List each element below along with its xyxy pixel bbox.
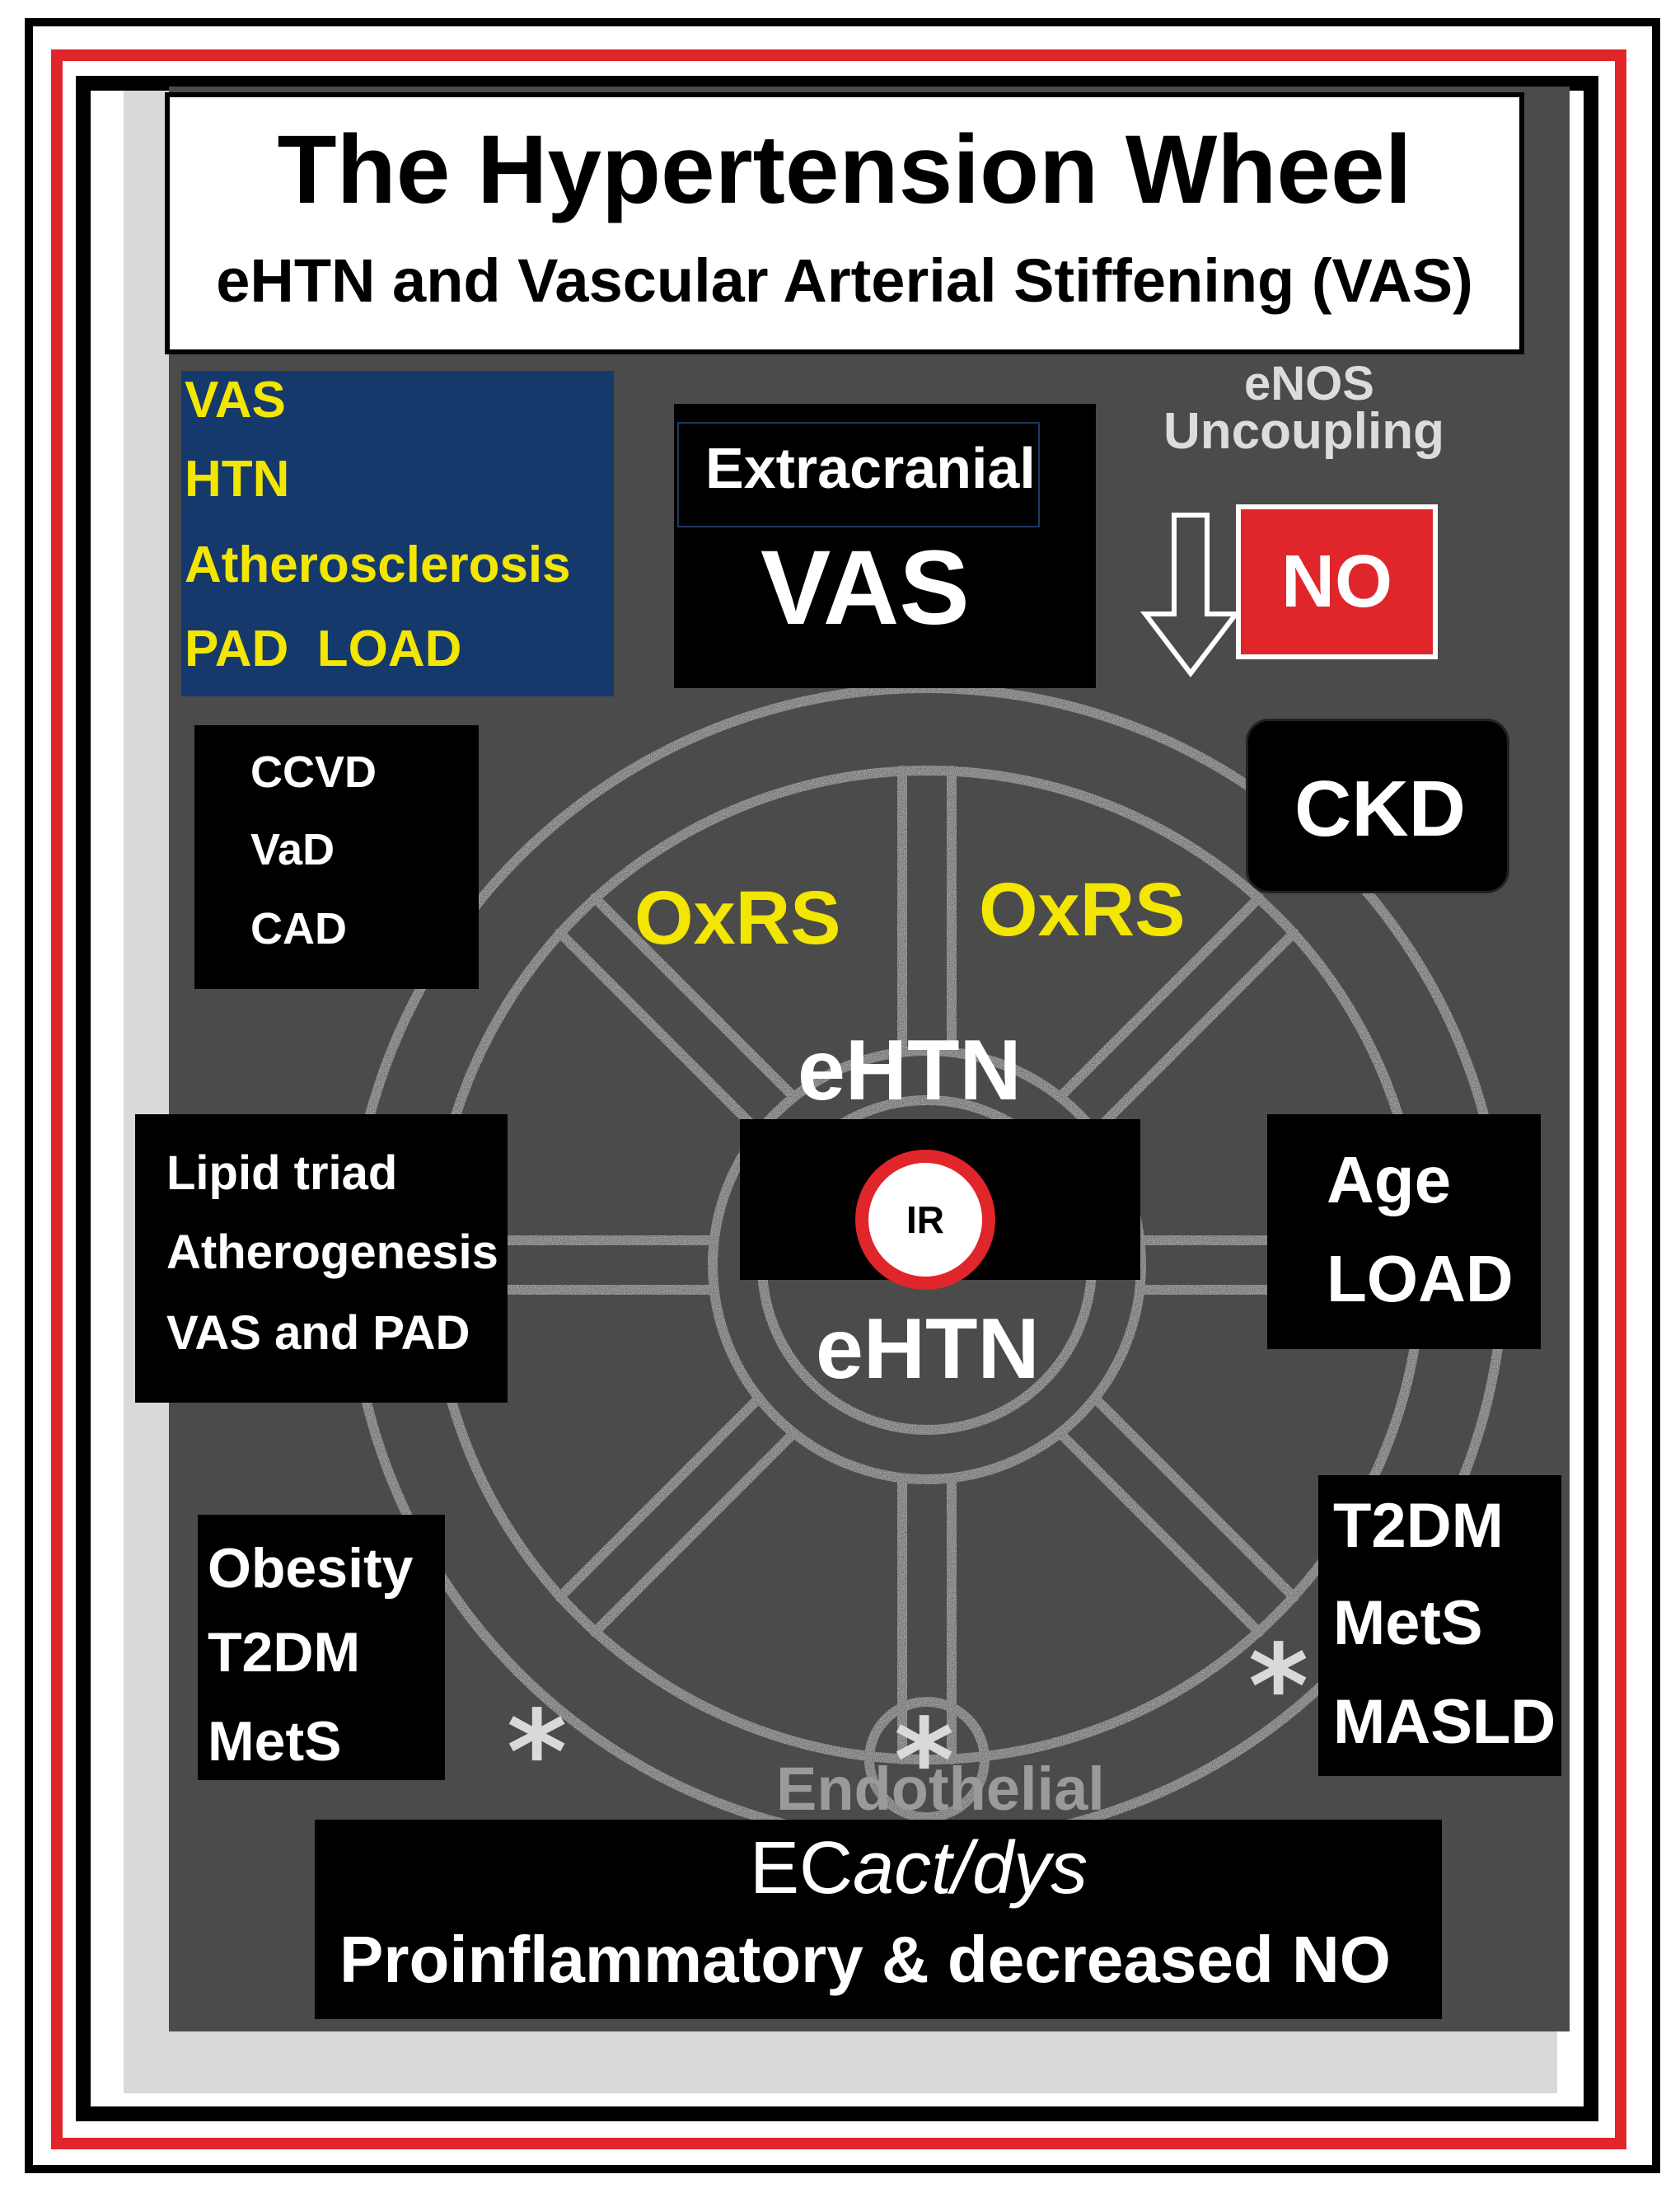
lipid-item: Lipid triad	[166, 1146, 398, 1200]
oxrs-right-label: OxRS	[979, 868, 1186, 952]
extracranial-inner-frame	[677, 422, 1040, 527]
t2dm-right-box: T2DM MetS MASLD	[1318, 1475, 1561, 1776]
title-box: The Hypertension Wheel eHTN and Vascular…	[165, 92, 1524, 354]
asterisk-bottom: *	[894, 1694, 954, 1829]
extracranial-box: Extracranial VAS	[674, 404, 1096, 688]
asterisk-right: *	[1248, 1620, 1308, 1755]
ehtn-bottom-label: eHTN	[816, 1301, 1040, 1397]
down-arrow-icon	[1139, 513, 1242, 677]
ccvd-item: CAD	[250, 904, 347, 954]
lipid-item: Atherogenesis	[166, 1225, 498, 1279]
endothelial-label: Endothelial	[776, 1755, 1105, 1823]
ir-badge: IR	[855, 1150, 995, 1290]
age-item: LOAD	[1327, 1242, 1514, 1315]
vas-htn-item: PAD LOAD	[185, 621, 462, 677]
lipid-box: Lipid triad Atherogenesis VAS and PAD	[135, 1114, 508, 1403]
obesity-box: Obesity T2DM MetS	[198, 1515, 445, 1780]
ckd-label: CKD	[1294, 765, 1466, 853]
vas-htn-item: VAS	[185, 372, 286, 429]
extracranial-label: Extracranial	[705, 436, 1036, 500]
ckd-box: CKD	[1246, 719, 1509, 893]
vas-htn-item: Atherosclerosis	[185, 537, 571, 593]
wheel-hub-outer	[708, 1046, 1146, 1484]
proinflammatory-line: Proinflammatory & decreased NO	[339, 1923, 1391, 1996]
vas-htn-item: HTN	[185, 451, 290, 508]
ccvd-item: VaD	[250, 825, 335, 874]
asterisk-left: *	[507, 1686, 567, 1820]
vas-htn-box: VAS HTN Atherosclerosis PAD LOAD	[181, 371, 614, 696]
ccvd-box: CCVD VaD CAD	[194, 725, 479, 989]
obesity-item: Obesity	[208, 1537, 414, 1600]
lipid-item: VAS and PAD	[166, 1306, 470, 1360]
oxrs-left-label: OxRS	[634, 876, 841, 960]
enos-label: eNOS	[1244, 357, 1374, 410]
red-border	[51, 49, 1626, 2149]
ccvd-item: CCVD	[250, 747, 377, 797]
t2dm-right-item: MASLD	[1333, 1687, 1556, 1757]
outer-black-border	[25, 18, 1660, 2173]
extracranial-vas: VAS	[760, 529, 970, 647]
ec-act-dys-line: ECact/dys	[750, 1826, 1088, 1911]
t2dm-right-item: MetS	[1333, 1588, 1483, 1658]
obesity-item: MetS	[208, 1710, 342, 1773]
age-box: Age LOAD	[1267, 1114, 1541, 1349]
page-title: The Hypertension Wheel	[277, 115, 1412, 224]
obesity-item: T2DM	[208, 1621, 361, 1684]
uncoupling-label: Uncoupling	[1163, 403, 1444, 460]
page-subtitle: eHTN and Vascular Arterial Stiffening (V…	[216, 246, 1473, 315]
ehtn-top-label: eHTN	[798, 1023, 1022, 1118]
t2dm-right-item: T2DM	[1333, 1491, 1504, 1561]
act-dys-italic: act/dys	[853, 1827, 1088, 1910]
no-badge: NO	[1236, 504, 1438, 659]
bottom-oval	[864, 1697, 990, 1822]
ec-prefix: EC	[750, 1827, 854, 1910]
age-item: Age	[1327, 1143, 1452, 1216]
ec-dysfunction-box: ECact/dys Proinflammatory & decreased NO	[315, 1820, 1442, 2019]
